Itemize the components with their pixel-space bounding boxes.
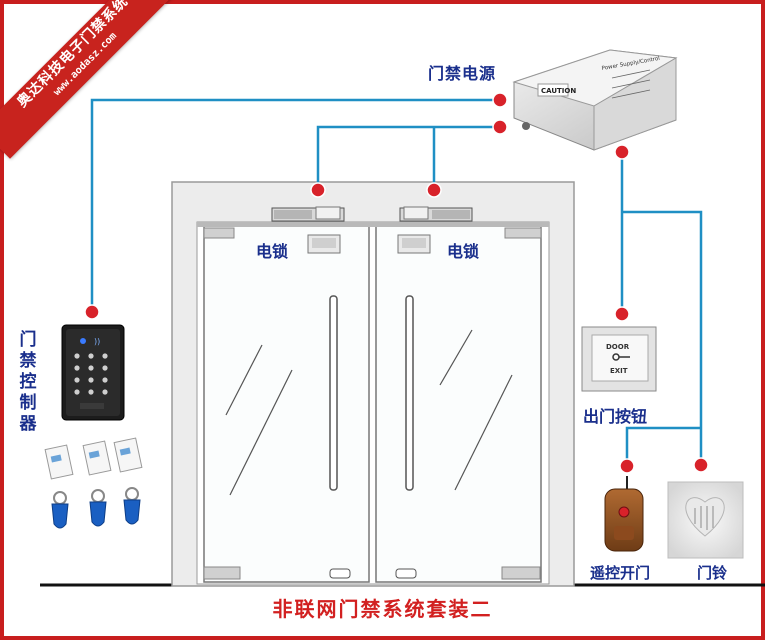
label-remote: 遥控开门 xyxy=(590,564,651,582)
connection-nodes xyxy=(84,92,709,474)
doorbell-device xyxy=(667,481,744,559)
lock-right-device xyxy=(397,206,473,254)
rfid-keyfobs xyxy=(51,487,141,529)
label-exit-button: 出门按钮 xyxy=(583,407,648,426)
node-exit-button xyxy=(614,306,630,322)
label-lock-left: 电锁 xyxy=(256,242,289,261)
wire-locks xyxy=(316,125,500,190)
psu-caution-text: CAUTION xyxy=(541,87,576,95)
label-controller-char-3: 控 xyxy=(19,372,37,392)
wire-controller xyxy=(90,98,500,312)
power-supply-device: CAUTION Power Supply/Control xyxy=(512,49,678,151)
node-psu-top xyxy=(492,92,508,108)
label-controller-char-4: 制 xyxy=(19,393,37,413)
door-top-rail xyxy=(197,222,549,227)
controller-keypad-device: )) xyxy=(61,324,125,421)
node-controller xyxy=(84,304,100,320)
label-controller: 门 禁 控 制 器 xyxy=(18,330,38,435)
exit-button-door-text: DOOR xyxy=(606,343,630,351)
wiring xyxy=(90,98,703,466)
node-psu-right xyxy=(614,144,630,160)
label-controller-char-5: 器 xyxy=(19,414,37,434)
exit-button-exit-text: EXIT xyxy=(610,367,628,375)
rfid-cards xyxy=(44,437,143,480)
diagram-title: 非联网门禁系统套装二 xyxy=(272,597,493,621)
node-doorbell xyxy=(693,457,709,473)
label-power-supply: 门禁电源 xyxy=(428,64,497,83)
door-panel-left xyxy=(203,225,370,583)
label-controller-char-1: 门 xyxy=(19,330,37,350)
node-psu-bottom xyxy=(492,119,508,135)
exit-button-device: DOOR EXIT xyxy=(581,326,657,392)
wire-bell-branch xyxy=(622,210,703,465)
label-doorbell: 门铃 xyxy=(697,564,728,582)
lock-left-device xyxy=(271,206,345,254)
node-remote xyxy=(619,458,635,474)
wire-remote xyxy=(625,426,701,466)
node-lock-right xyxy=(426,182,442,198)
label-lock-right: 电锁 xyxy=(447,242,480,261)
door-panel-right xyxy=(375,225,542,583)
node-lock-left xyxy=(310,182,326,198)
label-controller-char-2: 禁 xyxy=(19,351,37,371)
svg-text:)): )) xyxy=(94,337,100,346)
remote-device xyxy=(604,476,644,552)
